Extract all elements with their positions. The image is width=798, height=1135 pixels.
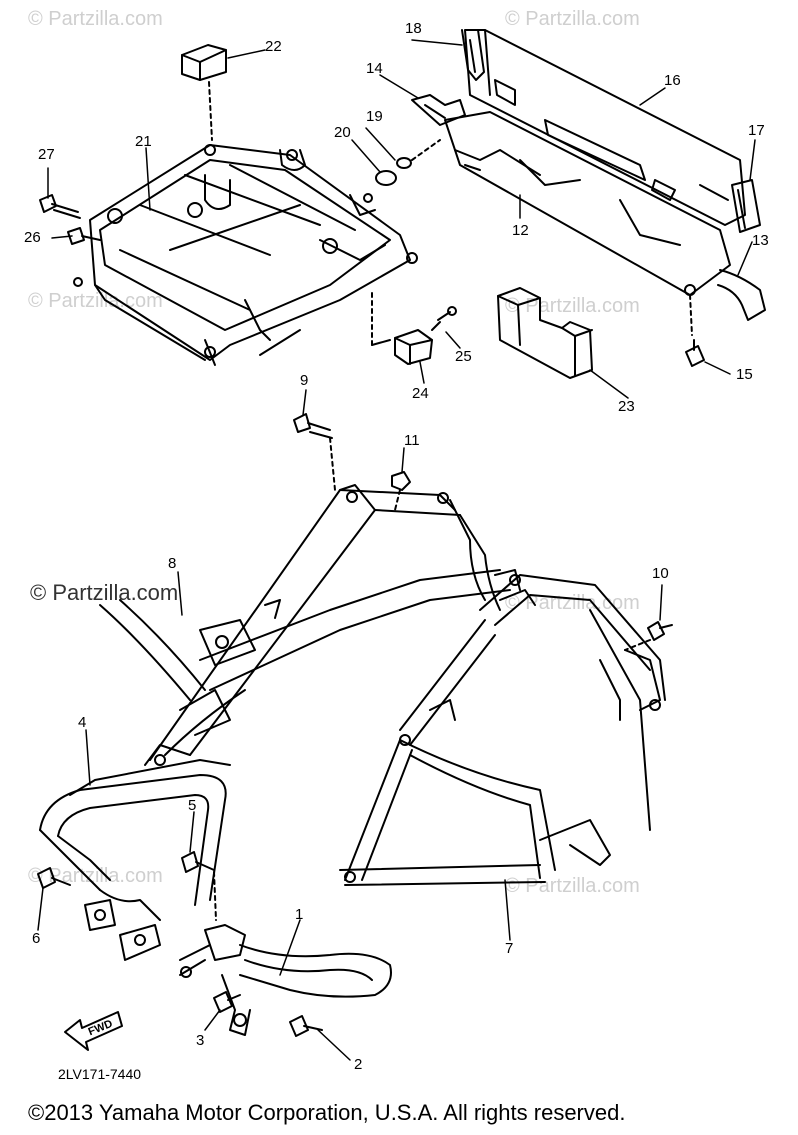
forward-arrow — [64, 1011, 123, 1051]
callout-2: 2 — [354, 1056, 363, 1073]
callout-4: 4 — [78, 714, 87, 731]
part-5-bolt — [181, 851, 217, 921]
part-17-pad — [731, 179, 761, 233]
part-25-screw — [431, 306, 457, 331]
callout-8: 8 — [168, 555, 177, 572]
callout-11: 11 — [404, 432, 420, 449]
callout-25: 25 — [455, 348, 472, 365]
part-18-clip — [461, 29, 485, 81]
part-1-bumper-bar — [179, 924, 392, 1036]
callout-13: 13 — [752, 232, 769, 249]
callout-10: 10 — [652, 565, 669, 582]
callout-18: 18 — [405, 20, 422, 37]
part-27-bolt — [39, 194, 81, 219]
part-2-bolt — [289, 1015, 323, 1037]
part-4-front-frame — [39, 759, 231, 961]
callout-7: 7 — [505, 940, 514, 957]
part-6-bolt — [37, 867, 71, 889]
callout-24: 24 — [412, 385, 429, 402]
watermark: © Partzilla.com — [505, 295, 640, 317]
callout-6: 6 — [32, 930, 41, 947]
callout-12: 12 — [512, 222, 529, 239]
part-21-upper-frame — [73, 144, 418, 366]
part-22-connector — [181, 44, 227, 141]
part-3-bolt — [213, 991, 241, 1013]
callout-20: 20 — [334, 124, 351, 141]
part-7-rear-frame — [339, 574, 666, 886]
part-12-bracket — [444, 111, 731, 336]
callout-5: 5 — [188, 797, 197, 814]
callout-16: 16 — [664, 72, 681, 89]
watermark: © Partzilla.com — [505, 8, 640, 30]
part-24-clip — [371, 289, 433, 365]
callout-22: 22 — [265, 38, 282, 55]
part-15-bolt — [685, 339, 705, 367]
diagram-code: 2LV171-7440 — [58, 1066, 142, 1082]
part-23-rubber-block — [497, 287, 593, 379]
part-14-stay — [411, 94, 466, 126]
callout-14: 14 — [366, 60, 383, 77]
callout-27: 27 — [38, 146, 55, 163]
part-9-bolt — [293, 413, 336, 491]
part-19-20-washer-nut — [375, 139, 441, 186]
callout-26: 26 — [24, 229, 41, 246]
watermark-dark: © Partzilla.com — [30, 580, 179, 605]
callout-15: 15 — [736, 366, 753, 383]
callout-19: 19 — [366, 108, 383, 125]
copyright-notice: ©2013 Yamaha Motor Corporation, U.S.A. A… — [28, 1100, 626, 1125]
callout-17: 17 — [748, 122, 765, 139]
callout-1: 1 — [295, 906, 304, 923]
part-16-battery-case — [464, 29, 746, 226]
part-11-nut — [391, 471, 411, 511]
callout-9: 9 — [300, 372, 309, 389]
callout-3: 3 — [196, 1032, 205, 1049]
part-8-main-frame — [99, 484, 521, 766]
leader-lines — [37, 39, 756, 1061]
watermark: © Partzilla.com — [28, 8, 163, 30]
watermark: © Partzilla.com — [505, 875, 640, 897]
part-10-bolt — [624, 621, 673, 651]
part-26-bolt — [67, 227, 101, 245]
callout-23: 23 — [618, 398, 635, 415]
callout-21: 21 — [135, 133, 152, 150]
part-13-strap — [717, 269, 766, 321]
